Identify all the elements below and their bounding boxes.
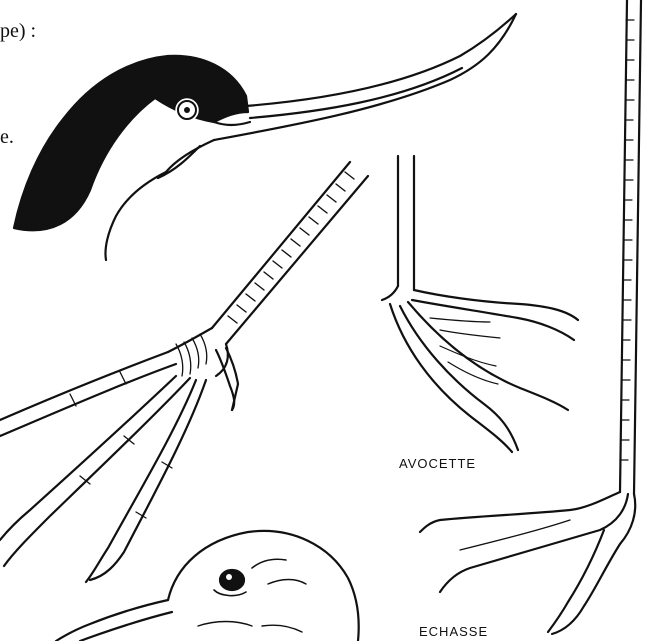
echasse-head-drawing <box>56 531 359 641</box>
avocette-foot-drawing <box>382 156 578 452</box>
text-fragment-mid: e. <box>0 126 14 149</box>
echasse-leg-drawing <box>420 0 641 634</box>
avocet-head-drawing <box>14 14 516 260</box>
label-avocette: AVOCETTE <box>399 456 476 471</box>
label-echasse: ECHASSE <box>419 624 488 639</box>
text-fragment-top: pe) : <box>0 20 36 43</box>
